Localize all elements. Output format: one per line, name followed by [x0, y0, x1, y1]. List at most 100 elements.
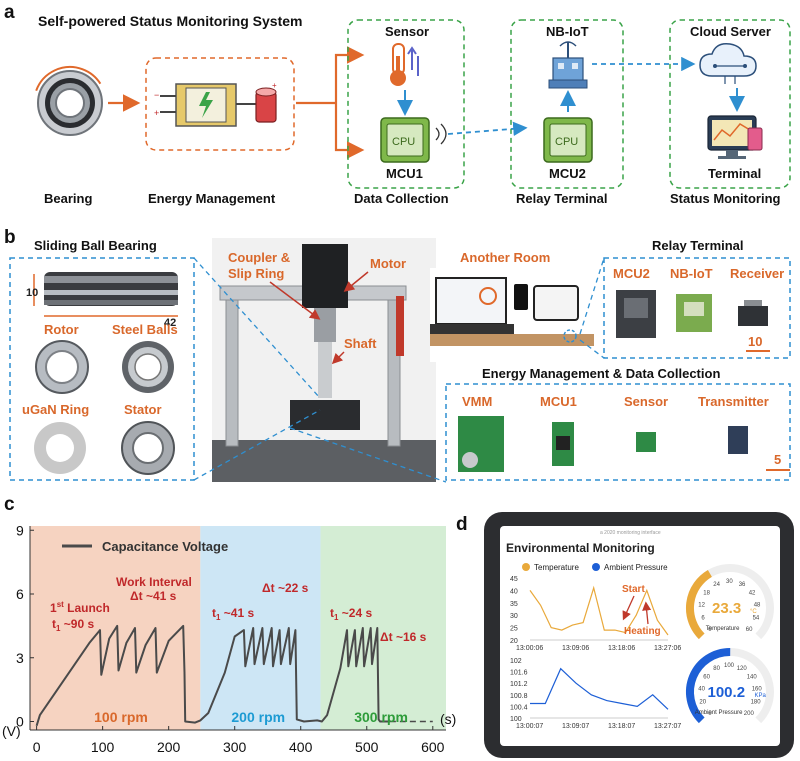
vmm-photo [458, 416, 504, 472]
relay-terminal-title: Relay Terminal [652, 238, 744, 253]
label-sensor: Sensor [385, 24, 429, 39]
rotor-photo [35, 340, 89, 394]
svg-text:+: + [272, 81, 277, 90]
xtick-label: 0 [33, 739, 41, 755]
link-mcu1-mcu2 [447, 121, 528, 137]
label-relay-receiver: Receiver [730, 266, 784, 281]
gauge-tick: 40 [698, 687, 705, 693]
cpu-icon-mcu1: CPU [380, 117, 447, 163]
xtick-label: 100 [91, 739, 115, 755]
label-steel-balls: Steel Balls [112, 322, 178, 337]
mini-xtick: 13:00:06 [516, 645, 543, 652]
arrow-to-sensor [334, 46, 365, 103]
dim-width: 42 [164, 317, 176, 329]
mini-ytick: 35 [510, 601, 518, 608]
label-status-monitoring: Status Monitoring [670, 191, 781, 206]
ytick-label: 6 [16, 586, 24, 602]
gauge-arc [685, 569, 713, 640]
mini-ytick: 20 [510, 638, 518, 645]
mini-ytick: 102 [510, 658, 522, 665]
svg-text:CPU: CPU [555, 136, 578, 148]
temp-legend: Temperature Ambient Pressure [522, 563, 668, 572]
gauge-tick: 60 [703, 675, 710, 681]
tablet-screen [500, 526, 780, 746]
label-shaft: Shaft [344, 336, 377, 351]
mini-ytick: 101.6 [510, 670, 528, 677]
region-label-3: 300 rpm [354, 709, 408, 725]
svg-text:+: + [154, 108, 159, 118]
mini-xtick: 13:00:07 [516, 723, 543, 730]
panel-a-title: Self-powered Status Monitoring System [38, 13, 302, 29]
region-3 [320, 526, 446, 730]
mini-ytick: 45 [510, 576, 518, 583]
label-rotor: Rotor [44, 322, 79, 337]
gauge-tick: 200 [744, 711, 755, 717]
panel-a-letter: a [4, 2, 15, 23]
screen-title: Environmental Monitoring [506, 541, 655, 555]
annotation-t-200: t1 ~41 s [212, 606, 254, 622]
status-monitoring-box [669, 19, 791, 189]
mini-ytick: 101.2 [510, 681, 528, 688]
mini-ytick: 30 [510, 613, 518, 620]
relay-mcu2-photo [616, 290, 656, 338]
label-another-room: Another Room [460, 250, 550, 265]
panel-b: b Sliding Ball Bearing 10 42 Rotor Steel… [4, 227, 791, 483]
gauge-tick: 20 [699, 700, 706, 706]
panel-b-letter: b [4, 227, 16, 248]
mini-xtick: 13:18:07 [608, 723, 635, 730]
label-data-collection: Data Collection [354, 191, 449, 206]
region-label-2: 200 rpm [231, 709, 285, 725]
panel-a: a Self-powered Status Monitoring System … [4, 2, 791, 206]
gauge-tick: 12 [698, 603, 705, 609]
another-room-photo [430, 268, 594, 362]
mini-line [529, 585, 669, 636]
xtick-label: 600 [421, 739, 445, 755]
cloud-icon [699, 42, 757, 84]
label-mcu2: MCU2 [549, 166, 586, 181]
mini-ytick: 100.4 [510, 704, 528, 711]
bearing-icon [33, 66, 107, 140]
arrow-to-mcu1 [334, 103, 365, 159]
annotation-work-interval: Work Interval [116, 575, 192, 589]
chart-legend: Capacitance Voltage [62, 539, 228, 554]
monitor-icon [707, 115, 763, 159]
mini-ytick: 25 [510, 626, 518, 633]
label-mcu1: MCU1 [386, 166, 423, 181]
legend-temperature: Temperature [534, 563, 579, 572]
legend-pressure: Ambient Pressure [604, 563, 668, 572]
sensor-board-photo [636, 432, 656, 452]
base-station-icon [548, 41, 588, 89]
energy-data-title: Energy Management & Data Collection [482, 366, 720, 381]
label-start: Start [622, 584, 645, 595]
relay-nbiot-photo [676, 294, 712, 332]
gauge-unit: KPa [755, 693, 767, 699]
relay-terminal-parts-box [603, 257, 791, 359]
label-stator: Stator [124, 402, 162, 417]
mcu1-board-photo [552, 422, 574, 466]
mini-ytick: 100 [510, 716, 522, 723]
gauge-value: 23.3 [712, 600, 741, 617]
bearing-parts-box [9, 257, 195, 481]
energy-data-parts-box [445, 383, 791, 481]
energy-scale: 5 [774, 452, 781, 467]
gauge-tick: 0 [708, 627, 712, 633]
relay-scale: 10 [748, 334, 762, 349]
label-terminal: Terminal [708, 166, 761, 181]
xtick-label: 200 [157, 739, 181, 755]
mini-xtick: 13:27:06 [654, 645, 681, 652]
annotation-dt-200: Δt ~22 s [262, 581, 309, 595]
energy-circuit-icon: − + + [154, 81, 277, 127]
mini-xtick: 13:09:07 [562, 723, 589, 730]
gauge-label: Ambient Pressure [695, 710, 743, 716]
gauge-tick: 80 [713, 666, 720, 672]
gauge-tick: 120 [737, 666, 748, 672]
gauge-tick: 18 [703, 591, 710, 597]
panel-d: d a 2020 monitoring interface Environmen… [456, 512, 794, 758]
thermometer-icon [390, 43, 419, 86]
label-heating: Heating [624, 626, 661, 637]
